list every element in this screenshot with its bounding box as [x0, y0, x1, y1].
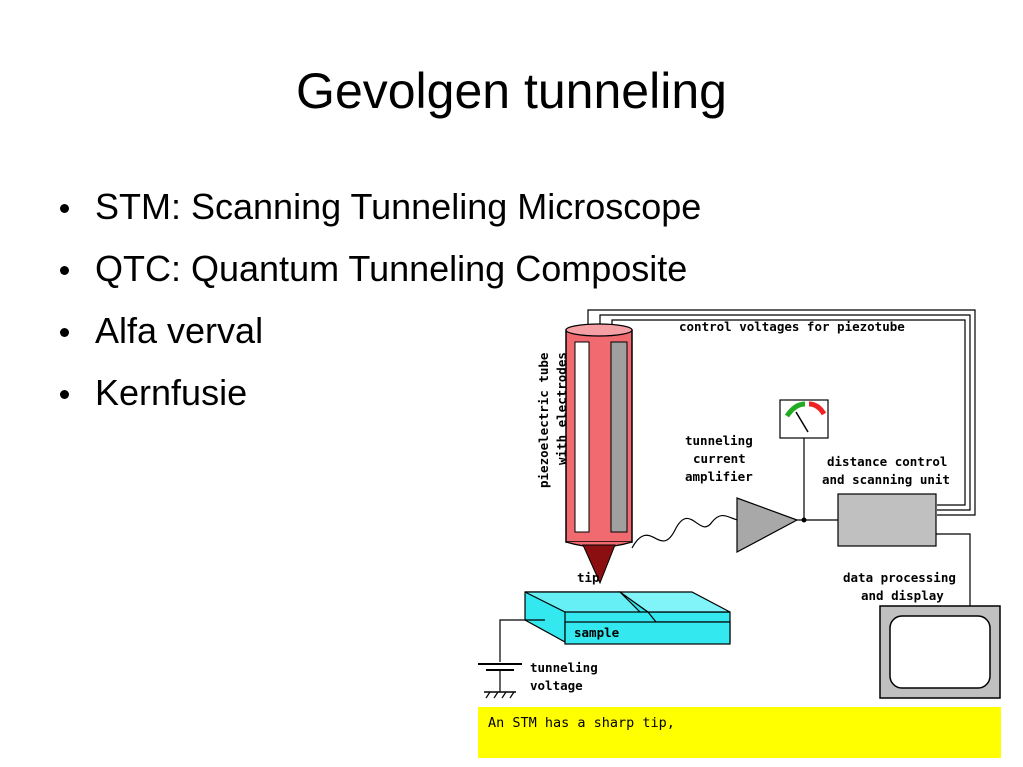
control-voltage-wires	[587, 309, 976, 516]
control-voltage-label: control voltages for piezotube	[679, 319, 905, 334]
junction-dot	[801, 517, 807, 523]
current-meter	[779, 399, 829, 439]
amplifier-label-line3: amplifier	[685, 469, 753, 484]
data-processing-label-line2: and display	[861, 588, 944, 603]
distance-control-label-line2: and scanning unit	[822, 472, 950, 487]
bullet-dot-icon	[60, 390, 69, 399]
amplifier-triangle	[736, 497, 799, 553]
display-monitor	[879, 605, 1001, 699]
voltage-wiring	[478, 619, 545, 699]
tunneling-voltage-label-line1: tunneling	[530, 660, 598, 675]
stm-tip	[582, 544, 616, 585]
bullet-item: STM: Scanning Tunneling Microscope	[58, 182, 701, 244]
sample-label: sample	[574, 625, 620, 640]
sample-block	[524, 591, 731, 645]
tip-label: tip	[577, 570, 600, 585]
display-wire	[936, 533, 971, 606]
data-processing-label-line1: data processing	[843, 570, 956, 585]
distance-control-label-line1: distance control	[827, 454, 947, 469]
bullet-item: Kernfusie	[58, 368, 701, 430]
caption-bar	[478, 707, 1001, 758]
bullet-dot-icon	[60, 328, 69, 337]
page-title: Gevolgen tunneling	[296, 63, 727, 119]
bullet-dot-icon	[60, 266, 69, 275]
tunneling-voltage-label-line2: voltage	[530, 678, 583, 693]
stm-diagram: control voltages for piezotube piezoelec…	[478, 309, 1001, 758]
caption-text: An STM has a sharp tip,	[488, 715, 675, 731]
distance-control-box	[837, 493, 937, 547]
bullet-text: Kernfusie	[95, 372, 248, 413]
amplifier-label-line1: tunneling	[685, 433, 753, 448]
tip-to-amplifier-wire	[631, 514, 739, 549]
bullet-item: Alfa verval	[58, 306, 701, 368]
bullet-item: QTC: Quantum Tunneling Composite	[58, 244, 701, 306]
piezo-label-line2: with electrodes	[554, 352, 569, 465]
bullet-text: QTC: Quantum Tunneling Composite	[95, 248, 688, 289]
bullet-list: STM: Scanning Tunneling Microscope QTC: …	[58, 182, 701, 430]
piezo-tube	[565, 323, 633, 548]
bullet-text: Alfa verval	[95, 310, 264, 351]
bullet-dot-icon	[60, 204, 69, 213]
amplifier-label-line2: current	[693, 451, 746, 466]
piezo-label-line1: piezoelectric tube	[536, 352, 551, 488]
bullet-text: STM: Scanning Tunneling Microscope	[95, 186, 702, 227]
